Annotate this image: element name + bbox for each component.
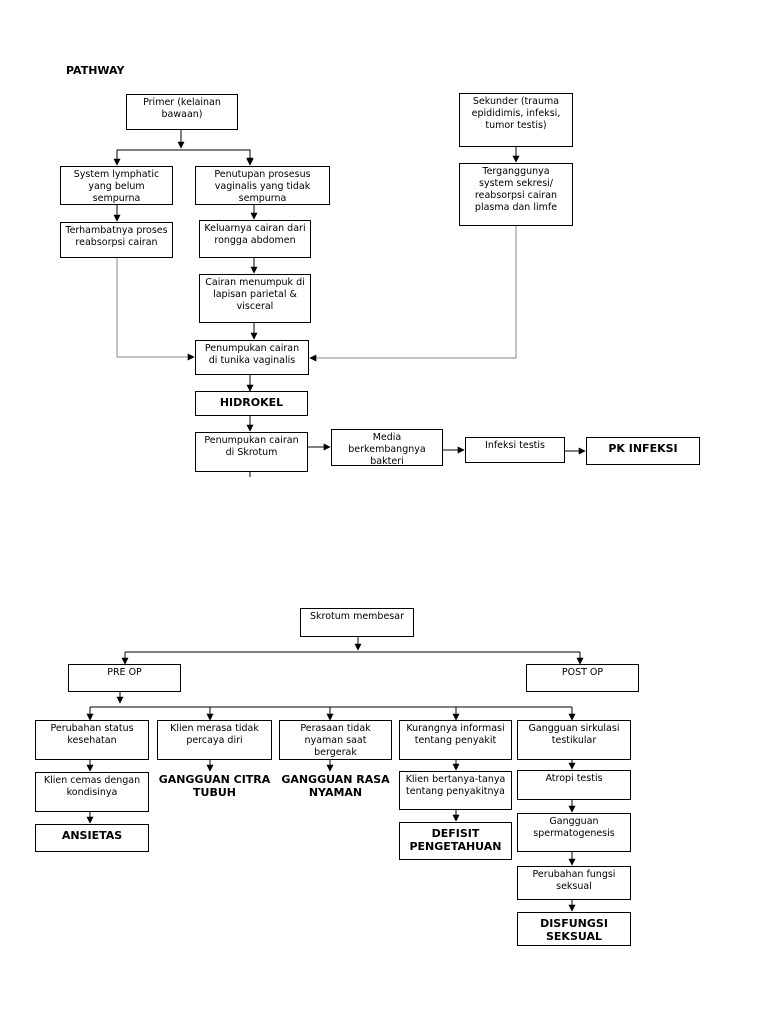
node-keluarnya: Keluarnya cairan dari rongga abdomen [199, 220, 311, 258]
node-penumpukan-skrotum-label: Penumpukan cairan di Skrotum [204, 435, 299, 458]
node-menumpuk-label: Cairan menumpuk di lapisan parietal & vi… [205, 277, 305, 312]
node-skrotum-membesar: Skrotum membesar [300, 608, 414, 637]
node-perubahan-fungsi-label: Perubahan fungsi seksual [532, 869, 616, 892]
dx-gangguan-citra: GANGGUAN CITRA TUBUH [157, 773, 272, 799]
node-perubahan-status: Perubahan status kesehatan [35, 720, 149, 760]
dx-gangguan-rasa: GANGGUAN RASA NYAMAN [279, 773, 392, 799]
node-perubahan-status-label: Perubahan status kesehatan [50, 723, 134, 746]
node-pk-infeksi: PK INFEKSI [586, 437, 700, 465]
node-lymphatic: System lymphatic yang belum sempurna [60, 166, 173, 205]
node-defisit-label: DEFISIT PENGETAHUAN [409, 827, 502, 853]
node-klien-bertanya: Klien bertanya-tanya tentang penyakitnya [399, 771, 512, 810]
node-perubahan-fungsi: Perubahan fungsi seksual [517, 866, 631, 900]
node-terganggunya: Terganggunya system sekresi/ reabsorpsi … [459, 163, 573, 226]
node-media-label: Media berkembangnya bakteri [348, 432, 426, 466]
node-atropi: Atropi testis [517, 770, 631, 800]
dx-gangguan-citra-label: GANGGUAN CITRA TUBUH [158, 773, 271, 799]
node-penutupan: Penutupan prosesus vaginalis yang tidak … [195, 166, 330, 205]
node-ansietas: ANSIETAS [35, 824, 149, 852]
node-klien-cemas: Klien cemas dengan kondisinya [35, 772, 149, 812]
node-klien-merasa: Klien merasa tidak percaya diri [157, 720, 272, 760]
page-title: PATHWAY [66, 64, 125, 77]
node-pk-infeksi-label: PK INFEKSI [608, 442, 678, 455]
node-infeksi-testis-label: Infeksi testis [485, 440, 545, 451]
node-penutupan-label: Penutupan prosesus vaginalis yang tidak … [214, 169, 311, 204]
node-disfungsi-label: DISFUNGSI SEKSUAL [540, 917, 608, 943]
node-perasaan-label: Perasaan tidak nyaman saat bergerak [300, 723, 371, 758]
node-gangguan-sirkulasi: Gangguan sirkulasi testikular [517, 720, 631, 760]
node-spermatogenesis: Gangguan spermatogenesis [517, 813, 631, 852]
node-spermatogenesis-label: Gangguan spermatogenesis [533, 816, 615, 839]
node-terganggunya-label: Terganggunya system sekresi/ reabsorpsi … [474, 166, 558, 213]
node-perasaan: Perasaan tidak nyaman saat bergerak [279, 720, 392, 760]
node-sekunder: Sekunder (trauma epididimis, infeksi, tu… [459, 93, 573, 147]
node-atropi-label: Atropi testis [545, 773, 603, 784]
node-penumpukan-skrotum: Penumpukan cairan di Skrotum [195, 432, 308, 472]
node-primer: Primer (kelainan bawaan) [126, 94, 238, 130]
node-primer-label: Primer (kelainan bawaan) [143, 97, 221, 120]
node-terhambatnya-label: Terhambatnya proses reabsorpsi cairan [65, 225, 168, 248]
node-infeksi-testis: Infeksi testis [465, 437, 565, 463]
node-kurangnya: Kurangnya informasi tentang penyakit [399, 720, 512, 760]
node-penumpukan-tunika: Penumpukan cairan di tunika vaginalis [195, 340, 309, 375]
node-post-op: POST OP [526, 664, 639, 692]
node-kurangnya-label: Kurangnya informasi tentang penyakit [406, 723, 505, 746]
dx-gangguan-rasa-label: GANGGUAN RASA NYAMAN [281, 773, 390, 799]
node-pre-op: PRE OP [68, 664, 181, 692]
node-hidrokel: HIDROKEL [195, 391, 308, 416]
node-sekunder-label: Sekunder (trauma epididimis, infeksi, tu… [471, 96, 561, 131]
node-gangguan-sirkulasi-label: Gangguan sirkulasi testikular [528, 723, 620, 746]
node-media: Media berkembangnya bakteri [331, 429, 443, 466]
node-hidrokel-label: HIDROKEL [219, 396, 284, 409]
node-klien-bertanya-label: Klien bertanya-tanya tentang penyakitnya [405, 774, 506, 797]
node-skrotum-membesar-label: Skrotum membesar [310, 611, 404, 622]
node-ansietas-label: ANSIETAS [61, 829, 123, 842]
node-keluarnya-label: Keluarnya cairan dari rongga abdomen [204, 223, 306, 246]
node-klien-cemas-label: Klien cemas dengan kondisinya [43, 775, 141, 798]
node-terhambatnya: Terhambatnya proses reabsorpsi cairan [60, 222, 173, 258]
node-lymphatic-label: System lymphatic yang belum sempurna [73, 169, 160, 204]
node-menumpuk: Cairan menumpuk di lapisan parietal & vi… [199, 274, 311, 323]
node-pre-op-label: PRE OP [107, 667, 142, 678]
node-penumpukan-tunika-label: Penumpukan cairan di tunika vaginalis [204, 343, 300, 366]
node-defisit: DEFISIT PENGETAHUAN [399, 822, 512, 860]
node-klien-merasa-label: Klien merasa tidak percaya diri [170, 723, 259, 746]
node-disfungsi: DISFUNGSI SEKSUAL [517, 912, 631, 946]
node-post-op-label: POST OP [561, 667, 604, 678]
